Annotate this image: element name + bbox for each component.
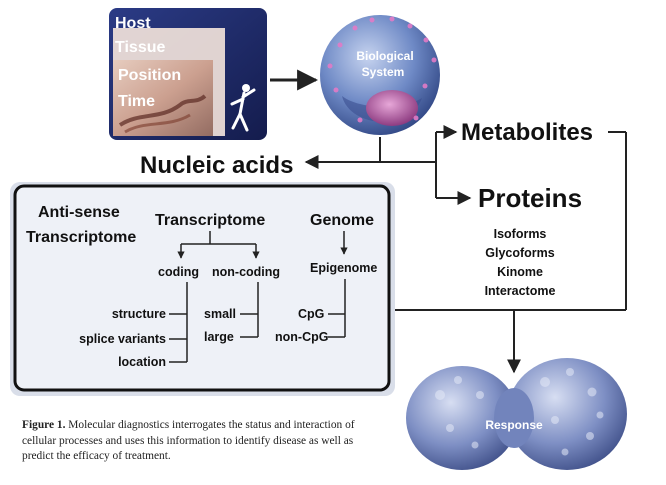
glycoforms-label: Glycoforms bbox=[485, 246, 555, 260]
nucleic-acid-panel: Anti-sense Transcriptome Transcriptome c… bbox=[10, 182, 395, 396]
caption-text: Molecular diagnostics interrogates the s… bbox=[22, 419, 355, 462]
figure-caption: Figure 1. Molecular diagnostics interrog… bbox=[22, 418, 362, 465]
location-label: location bbox=[118, 355, 166, 369]
genome-label: Genome bbox=[310, 212, 374, 229]
kinome-label: Kinome bbox=[497, 265, 543, 279]
position-label: Position bbox=[118, 67, 181, 84]
cell-nucleus bbox=[366, 90, 418, 126]
non-cpg-label: non-CpG bbox=[275, 330, 328, 344]
nucleic-acids-label: Nucleic acids bbox=[140, 152, 293, 179]
isoforms-label: Isoforms bbox=[494, 227, 547, 241]
response-cell-right bbox=[507, 358, 627, 470]
time-label: Time bbox=[118, 93, 155, 110]
interactome-label: Interactome bbox=[485, 284, 556, 298]
host-label: Host bbox=[115, 15, 151, 32]
tissue-label: Tissue bbox=[115, 39, 166, 56]
response-cell-left bbox=[406, 366, 518, 470]
small-label: small bbox=[204, 307, 236, 321]
response-label: Response bbox=[485, 418, 543, 432]
antisense-label: Anti-sense bbox=[38, 204, 120, 221]
system-label: System bbox=[362, 65, 405, 79]
figure-label: Figure 1. bbox=[22, 419, 66, 431]
cell-surface-proteins bbox=[327, 16, 437, 123]
non-coding-label: non-coding bbox=[212, 265, 280, 279]
cpg-label: CpG bbox=[298, 307, 324, 321]
transcriptome-label: Transcriptome bbox=[155, 212, 265, 229]
panel-frame bbox=[13, 184, 391, 392]
host-panel: Host Tissue Position Time bbox=[109, 8, 267, 140]
epigenome-label: Epigenome bbox=[310, 261, 377, 275]
response-cell-texture bbox=[435, 368, 604, 456]
biological-label: Biological bbox=[356, 49, 413, 63]
splice-variants-label: splice variants bbox=[79, 332, 166, 346]
human-figure-icon bbox=[230, 84, 256, 132]
biological-system-cell: Biological System bbox=[320, 15, 440, 135]
response-cell: Response bbox=[406, 358, 627, 470]
coding-label: coding bbox=[158, 265, 199, 279]
proteins-label: Proteins bbox=[478, 183, 582, 213]
antisense-transcriptome-label: Transcriptome bbox=[26, 229, 136, 246]
large-label: large bbox=[204, 330, 234, 344]
metabolites-label: Metabolites bbox=[461, 119, 593, 146]
structure-label: structure bbox=[112, 307, 166, 321]
